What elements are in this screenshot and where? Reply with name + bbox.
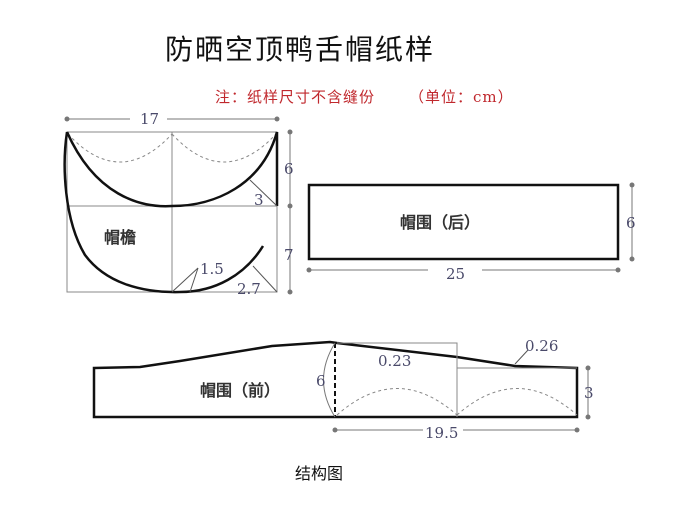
back-width-dim: 25	[446, 265, 465, 283]
unit-text: （单位：cm）	[409, 88, 514, 106]
front-band-label: 帽围（前）	[200, 381, 280, 400]
front-drop1-dim: 0.23	[378, 352, 411, 370]
front-drop2-dim: 0.26	[525, 337, 558, 355]
brim-corner-dim: 3	[254, 191, 264, 209]
brim-lower-height-dim: 7	[284, 246, 294, 264]
note: 注：纸样尺寸不含缝份 （单位：cm）	[215, 86, 514, 107]
brim-piece: 17 3 6 7 1.5 2.7 帽檐	[63, 110, 294, 298]
brim-label: 帽檐	[104, 228, 136, 247]
page-title: 防晒空顶鸭舌帽纸样	[165, 33, 436, 66]
back-band-label: 帽围（后）	[400, 213, 480, 232]
back-band-piece: 6 25 帽围（后）	[306, 182, 636, 283]
brim-bottom-corner-dim: 2.7	[237, 280, 261, 298]
note-text: 注：纸样尺寸不含缝份	[215, 88, 376, 106]
front-width-dim: 19.5	[425, 424, 458, 442]
brim-bottom-dim: 1.5	[200, 260, 224, 278]
front-right-height-dim: 3	[584, 384, 594, 402]
brim-upper-height-dim: 6	[284, 160, 294, 178]
caption: 结构图	[295, 464, 344, 483]
brim-width-dim: 17	[140, 110, 159, 128]
front-left-height-dim: 6	[316, 372, 326, 390]
front-band-piece: 6 0.23 0.26 3 19.5 帽围（前）	[92, 337, 594, 442]
back-height-dim: 6	[626, 214, 636, 232]
